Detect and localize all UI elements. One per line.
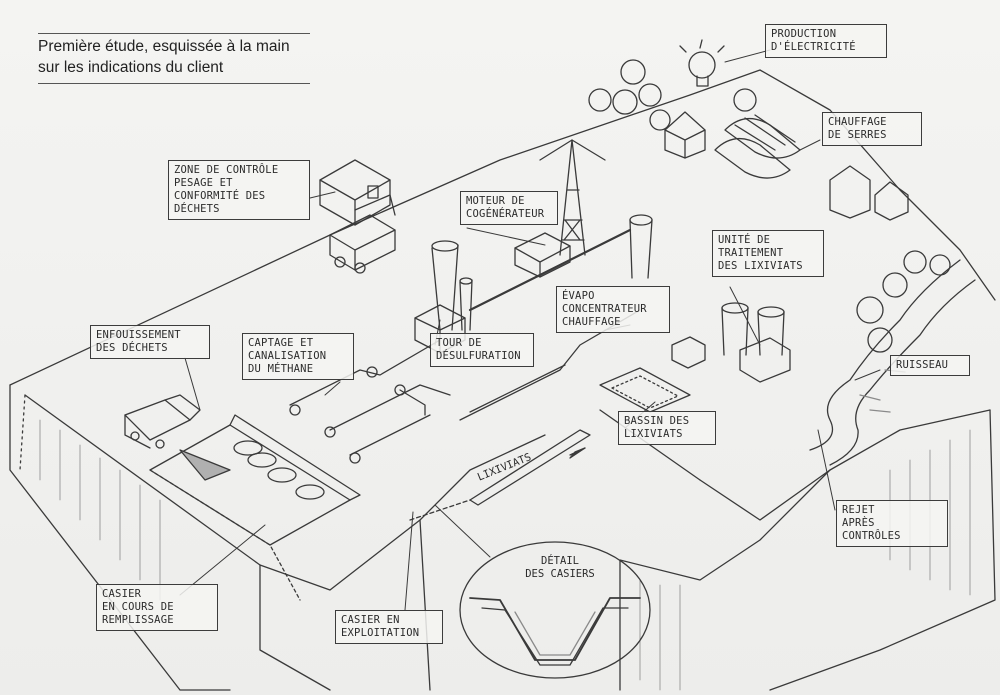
- label-unite-traitement-lixiviats: Unité de traitement des lixiviats: [712, 230, 824, 277]
- stream: [809, 259, 976, 466]
- label-production-electricite: Production d'électricité: [765, 24, 887, 58]
- label-line: des déchets: [96, 342, 168, 354]
- label-line: contrôles: [842, 530, 901, 542]
- label-line: d'électricité: [771, 41, 856, 53]
- chimney-left: [431, 240, 473, 331]
- leachate-treatment-unit: [721, 302, 791, 383]
- label-bassin-lixiviats: Bassin des lixiviats: [618, 411, 716, 445]
- label-tour-desulfuration: Tour de désulfuration: [430, 333, 534, 367]
- label-line: Évapo: [562, 290, 595, 302]
- cell-detail-circle: [459, 541, 651, 679]
- label-line: cogénérateur: [466, 208, 545, 220]
- chimney-right: [629, 214, 653, 279]
- leader-lines: [179, 49, 881, 611]
- label-line: Détail: [541, 555, 579, 567]
- label-line: conformité des: [174, 190, 266, 202]
- label-line: désulfuration: [436, 350, 521, 362]
- label-zone-controle: Zone de contrôle pesage et conformité de…: [168, 160, 310, 220]
- label-moteur-cogenerateur: Moteur de cogénérateur: [460, 191, 558, 225]
- label-line: après: [842, 517, 875, 529]
- label-line: des casiers: [525, 568, 595, 580]
- label-detail-casiers: Détail des casiers: [490, 555, 630, 581]
- label-rejet-apres-controles: Rejet après contrôles: [836, 500, 948, 547]
- label-line: concentrateur: [562, 303, 647, 315]
- label-line: en cours de: [102, 601, 174, 613]
- sketch-caption: Première étude, esquissée à la main sur …: [38, 33, 310, 84]
- label-line: canalisation: [248, 350, 327, 362]
- label-line: des lixiviats: [718, 260, 803, 272]
- label-line: Casier: [102, 588, 142, 600]
- label-ruisseau: Ruisseau: [890, 355, 970, 376]
- label-casier-exploitation: Casier en exploitation: [335, 610, 443, 644]
- label-line: de serres: [828, 129, 887, 141]
- label-captage-methane: Captage et canalisation du méthane: [242, 333, 354, 380]
- label-line: Tour de: [436, 337, 482, 349]
- leachate-basin: [599, 367, 691, 413]
- label-line: Production: [771, 28, 837, 40]
- label-line: Captage et: [248, 337, 314, 349]
- label-line: Unité de: [718, 234, 771, 246]
- label-evapo-concentrateur: Évapo concentrateur chauffage: [556, 286, 670, 333]
- dump-truck-entrance: [329, 194, 396, 274]
- caption-line-2: sur les indications du client: [38, 59, 224, 76]
- trees: [588, 59, 951, 353]
- landfill-cell-pit: [149, 414, 361, 601]
- label-line: chauffage: [562, 316, 621, 328]
- label-line: exploitation: [341, 627, 420, 639]
- dump-truck-pit: [124, 394, 201, 449]
- label-line: du méthane: [248, 363, 314, 375]
- label-line: Casier en: [341, 614, 400, 626]
- lightbulb-icon: [679, 39, 725, 87]
- label-line: pesage et: [174, 177, 233, 189]
- control-building: [319, 159, 391, 226]
- label-casier-remplissage: Casier en cours de remplissage: [96, 584, 218, 631]
- label-line: Ruisseau: [896, 359, 949, 371]
- pylon: [539, 139, 606, 256]
- label-line: traitement: [718, 247, 784, 259]
- label-line: Rejet: [842, 504, 875, 516]
- label-line: Moteur de: [466, 195, 525, 207]
- label-enfouissement: Enfouissement des déchets: [90, 325, 210, 359]
- label-line: Bassin des: [624, 415, 690, 427]
- farm-buildings: [664, 111, 909, 221]
- label-line: lixiviats: [624, 428, 683, 440]
- methane-pipes: [289, 228, 641, 464]
- greenhouses: [714, 114, 801, 179]
- caption-line-1: Première étude, esquissée à la main: [38, 38, 290, 55]
- label-line: Enfouissement: [96, 329, 181, 341]
- evapo-unit: [671, 336, 706, 369]
- label-line: Zone de contrôle: [174, 164, 279, 176]
- label-line: déchets: [174, 203, 220, 215]
- label-line: remplissage: [102, 614, 174, 626]
- label-line: Chauffage: [828, 116, 887, 128]
- label-chauffage-serres: Chauffage de serres: [822, 112, 922, 146]
